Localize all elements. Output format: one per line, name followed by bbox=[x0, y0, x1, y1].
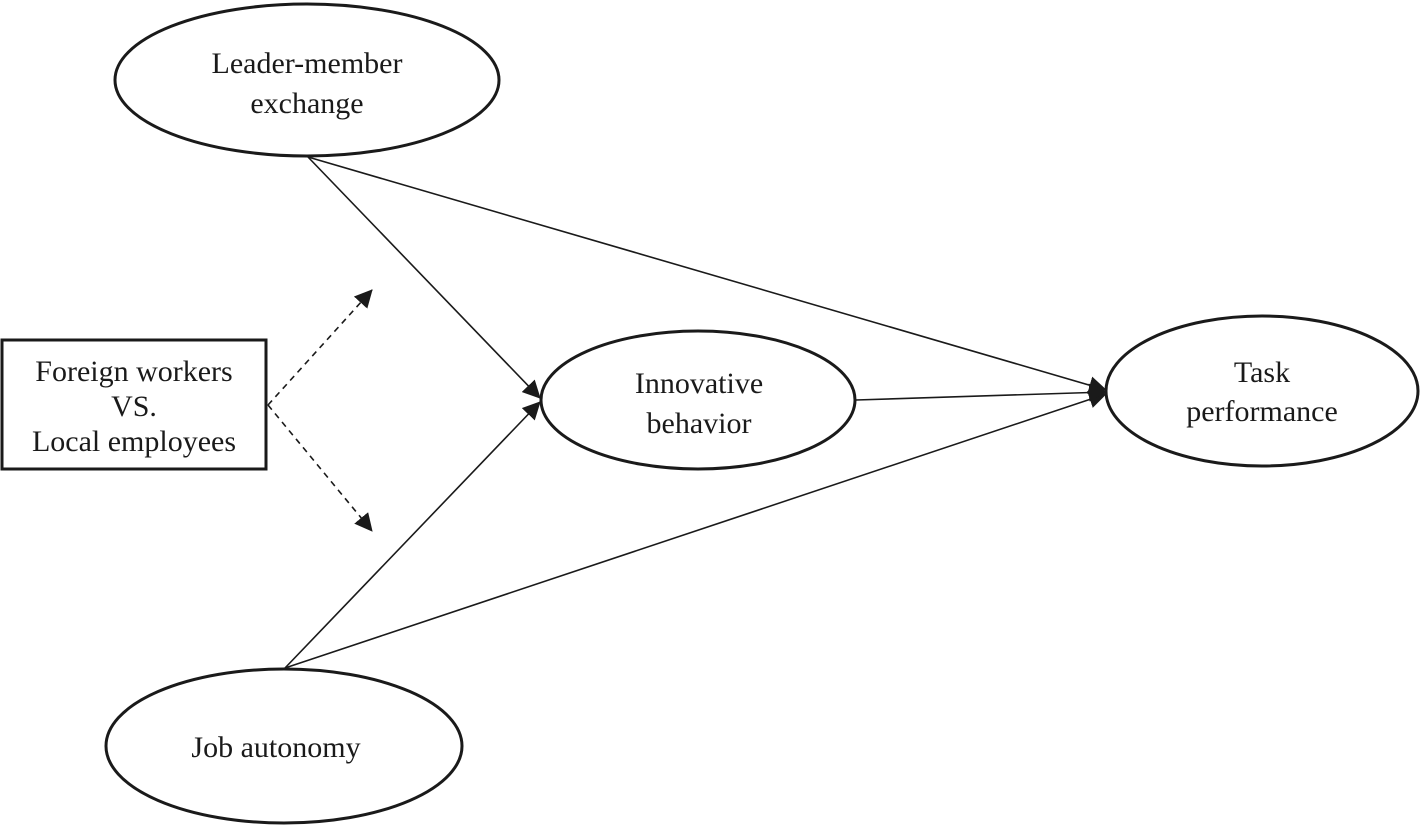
node-moderator-line-3: Local employees bbox=[32, 425, 236, 458]
node-leader-member-exchange: Leader-member exchange bbox=[113, 2, 501, 158]
node-innovative-behavior: Innovative behavior bbox=[539, 329, 857, 471]
node-task-performance: Task performance bbox=[1104, 314, 1420, 468]
node-moderator-box: Foreign workers VS. Local employees bbox=[0, 338, 268, 471]
edge-moderator-lower bbox=[267, 404, 373, 532]
node-moderator-line-1: Foreign workers bbox=[35, 355, 232, 388]
node-task-performance-line-2: performance bbox=[1186, 395, 1338, 428]
edge-lmx-to-innovative bbox=[307, 156, 541, 399]
edge-autonomy-to-innovative bbox=[284, 401, 541, 669]
node-innovative-behavior-line-2: behavior bbox=[647, 407, 752, 440]
node-innovative-behavior-line-1: Innovative bbox=[635, 367, 763, 400]
node-leader-member-exchange-line-1: Leader-member bbox=[212, 47, 403, 80]
edge-innovative-to-task bbox=[855, 383, 1107, 402]
edge-moderator-upper bbox=[267, 289, 373, 406]
node-leader-member-exchange-line-2: exchange bbox=[250, 87, 363, 120]
node-task-performance-line-1: Task bbox=[1234, 356, 1290, 389]
edge-lmx-to-task bbox=[307, 156, 1107, 394]
node-moderator-line-2: VS. bbox=[111, 390, 157, 423]
node-job-autonomy: Job autonomy bbox=[104, 667, 464, 825]
edge-autonomy-to-task bbox=[284, 390, 1107, 669]
node-job-autonomy-line-1: Job autonomy bbox=[191, 731, 360, 764]
